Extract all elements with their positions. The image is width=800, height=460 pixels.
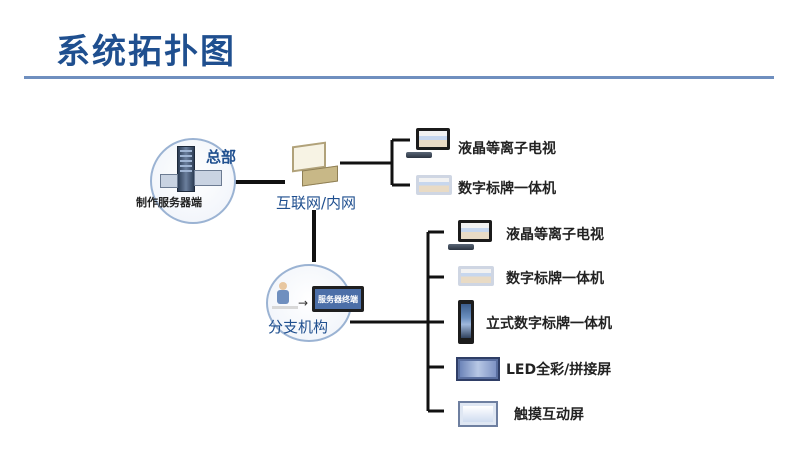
internet-label: 互联网/内网 xyxy=(276,194,357,212)
signage-icon xyxy=(458,266,494,286)
upper-item-label: 液晶等离子电视 xyxy=(458,141,556,157)
lower-item-label: 数字标牌一体机 xyxy=(506,271,604,287)
branch-label: 分支机构 xyxy=(268,318,329,336)
media-box-icon xyxy=(406,152,432,158)
lower-item-label: 液晶等离子电视 xyxy=(506,227,604,243)
server-rack-icon xyxy=(194,170,222,186)
hq-sub-label: 制作服务器端 xyxy=(136,196,202,209)
branch-terminal-icon xyxy=(312,286,364,312)
desk-icon xyxy=(272,306,298,309)
lower-item-label: LED全彩/拼接屏 xyxy=(506,362,612,378)
media-box-icon xyxy=(448,244,474,250)
workstation-icon xyxy=(160,174,178,188)
lower-item-label: 触摸互动屏 xyxy=(514,407,584,423)
kiosk-icon xyxy=(458,300,474,344)
person-icon xyxy=(276,282,290,306)
led-wall-icon xyxy=(456,357,500,381)
tv-icon xyxy=(458,220,492,242)
touch-screen-icon xyxy=(458,401,498,427)
lower-item-label: 立式数字标牌一体机 xyxy=(486,316,612,332)
title-divider xyxy=(24,76,774,79)
tv-icon xyxy=(416,128,450,150)
server-tower-icon xyxy=(177,146,195,192)
signage-icon xyxy=(416,175,452,195)
arrow-right-icon: → xyxy=(298,296,309,310)
hq-label: 总部 xyxy=(206,148,237,166)
page-title: 系统拓扑图 xyxy=(56,32,236,72)
branch-terminal-label: 服务器终端 xyxy=(318,295,358,304)
upper-item-label: 数字标牌一体机 xyxy=(458,181,556,197)
